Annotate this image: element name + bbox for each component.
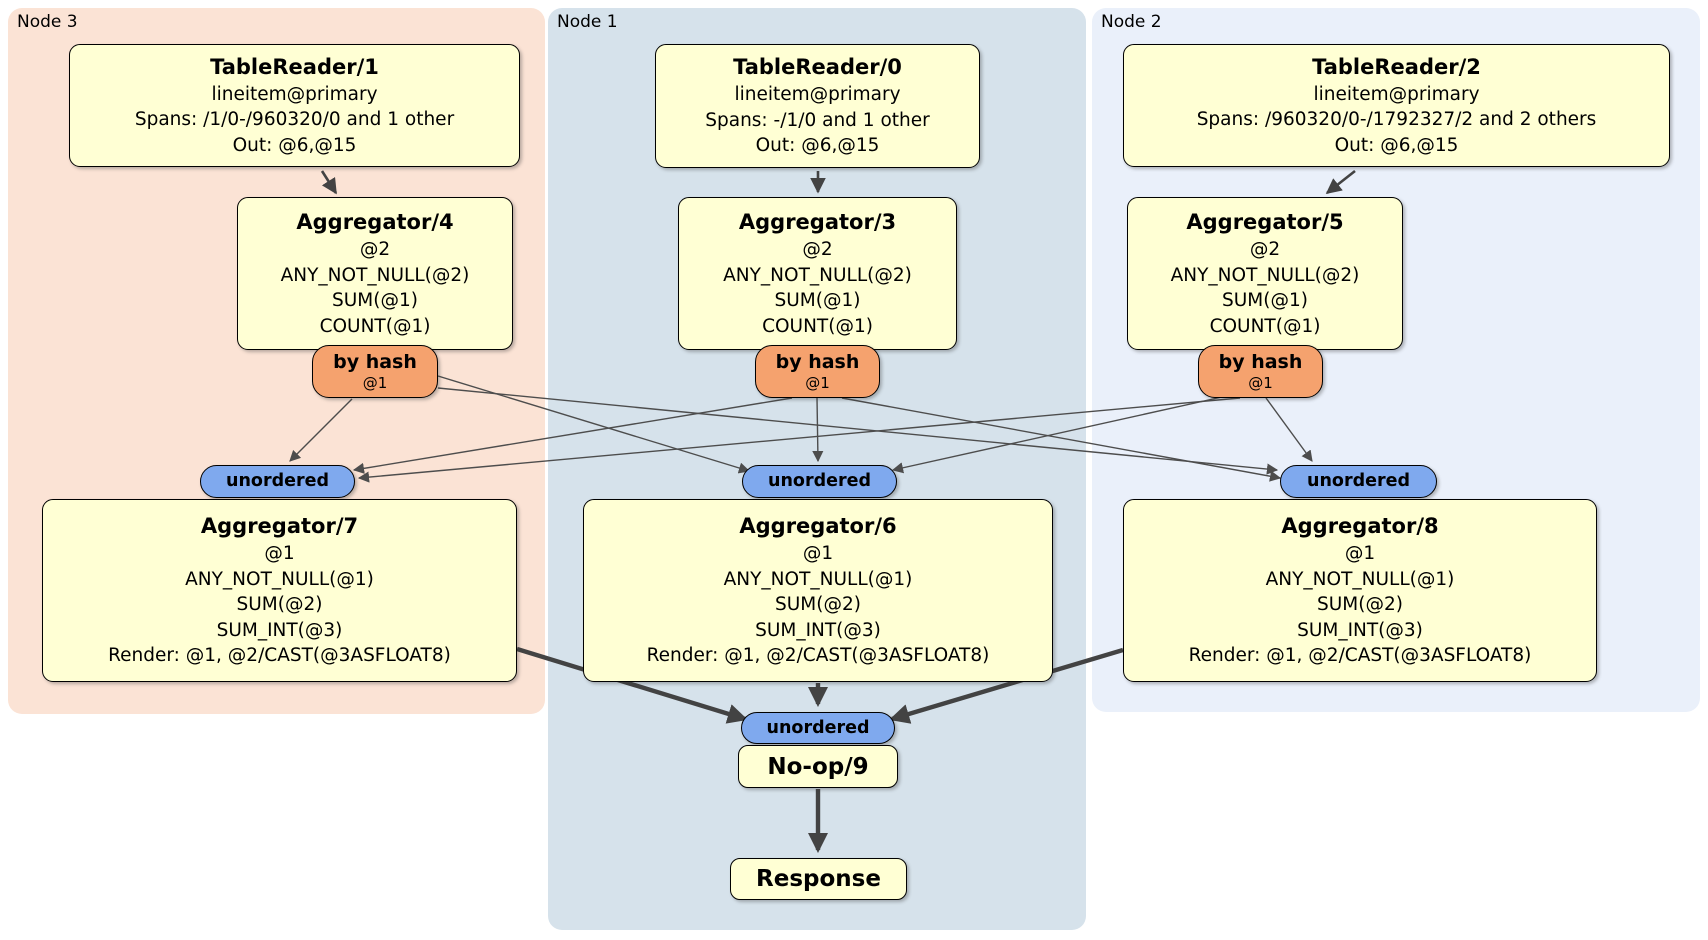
aggregator-box: Aggregator/4 @2 ANY_NOT_NULL(@2) SUM(@1)… [237, 197, 513, 350]
router-detail: @1 [805, 374, 830, 392]
node-label: Node 3 [17, 12, 78, 32]
box-title: TableReader/2 [1312, 54, 1481, 79]
box-line: lineitem@primary [734, 84, 901, 106]
box-line: COUNT(@1) [1209, 315, 1321, 337]
response-box: Response [730, 858, 907, 900]
box-line: COUNT(@1) [762, 315, 873, 337]
box-line: Spans: /1/0-/960320/0 and 1 other [134, 109, 455, 131]
table-reader-box: TableReader/2 lineitem@primary Spans: /9… [1123, 44, 1670, 167]
box-line: SUM_INT(@3) [1297, 619, 1423, 641]
box-line: SUM(@1) [332, 290, 418, 311]
box-title: Aggregator/7 [200, 514, 359, 539]
box-line: ANY_NOT_NULL(@2) [280, 264, 470, 286]
box-title: No-op/9 [767, 753, 869, 780]
box-line: SUM_INT(@3) [216, 619, 343, 641]
box-line: ANY_NOT_NULL(@2) [723, 264, 912, 286]
unordered-sync: unordered [1280, 465, 1437, 498]
hash-router: by hash @1 [755, 345, 880, 398]
box-line: SUM(@2) [1317, 594, 1403, 616]
box-line: Out: @6,@15 [755, 135, 880, 157]
box-title: TableReader/0 [733, 55, 902, 80]
box-line: SUM(@1) [1222, 290, 1308, 311]
unordered-sync: unordered [200, 465, 355, 498]
aggregator-box: Aggregator/8 @1 ANY_NOT_NULL(@1) SUM(@2)… [1123, 499, 1597, 682]
box-line: Spans: -/1/0 and 1 other [705, 109, 930, 131]
box-line: Out: @6,@15 [232, 134, 357, 156]
box-line: ANY_NOT_NULL(@1) [1265, 568, 1455, 590]
box-title: Aggregator/3 [738, 210, 897, 234]
box-title: Aggregator/5 [1186, 210, 1344, 234]
box-line: SUM_INT(@3) [755, 619, 881, 641]
box-line: Out: @6,@15 [1334, 134, 1459, 156]
box-line: @1 [264, 543, 295, 565]
box-line: @1 [1344, 543, 1376, 565]
hash-router: by hash @1 [1198, 345, 1323, 398]
box-title: Aggregator/6 [739, 514, 897, 539]
router-label: by hash [1218, 351, 1303, 373]
box-line: @2 [802, 239, 833, 260]
box-line: Render: @1, @2/CAST(@3ASFLOAT8) [108, 645, 451, 667]
box-title: Aggregator/4 [296, 210, 454, 234]
box-line: Spans: /960320/0-/1792327/2 and 2 others [1196, 109, 1597, 131]
aggregator-box: Aggregator/6 @1 ANY_NOT_NULL(@1) SUM(@2)… [583, 499, 1053, 682]
box-line: @2 [1249, 239, 1281, 260]
unordered-sync-final: unordered [741, 712, 895, 744]
node-label: Node 1 [557, 12, 618, 32]
box-line: lineitem@primary [1313, 83, 1480, 105]
table-reader-box: TableReader/0 lineitem@primary Spans: -/… [655, 44, 980, 168]
node-label: Node 2 [1101, 12, 1162, 32]
table-reader-box: TableReader/1 lineitem@primary Spans: /1… [69, 44, 520, 167]
box-line: ANY_NOT_NULL(@1) [185, 568, 374, 590]
box-title: TableReader/1 [210, 54, 379, 79]
aggregator-box: Aggregator/3 @2 ANY_NOT_NULL(@2) SUM(@1)… [678, 197, 957, 350]
sync-label: unordered [768, 471, 871, 491]
box-title: Aggregator/8 [1281, 514, 1439, 539]
unordered-sync: unordered [742, 465, 897, 498]
box-line: ANY_NOT_NULL(@1) [723, 568, 913, 590]
router-label: by hash [775, 351, 860, 373]
aggregator-box: Aggregator/7 @1 ANY_NOT_NULL(@1) SUM(@2)… [42, 499, 517, 682]
box-line: COUNT(@1) [319, 315, 431, 337]
box-line: Render: @1, @2/CAST(@3ASFLOAT8) [646, 645, 990, 667]
router-detail: @1 [1248, 374, 1273, 392]
box-line: @1 [802, 543, 834, 565]
sync-label: unordered [226, 471, 329, 491]
noop-box: No-op/9 [738, 745, 898, 788]
box-line: SUM(@1) [774, 290, 861, 311]
box-line: Render: @1, @2/CAST(@3ASFLOAT8) [1188, 645, 1532, 667]
hash-router: by hash @1 [312, 345, 438, 398]
box-line: lineitem@primary [211, 83, 378, 105]
router-detail: @1 [362, 374, 388, 392]
router-label: by hash [333, 351, 417, 373]
box-line: SUM(@2) [775, 594, 861, 616]
sync-label: unordered [1307, 471, 1410, 491]
box-title: Response [756, 866, 881, 892]
sync-label: unordered [766, 717, 870, 738]
box-line: ANY_NOT_NULL(@2) [1170, 264, 1360, 286]
box-line: @2 [359, 239, 391, 260]
aggregator-box: Aggregator/5 @2 ANY_NOT_NULL(@2) SUM(@1)… [1127, 197, 1403, 350]
box-line: SUM(@2) [236, 594, 323, 616]
